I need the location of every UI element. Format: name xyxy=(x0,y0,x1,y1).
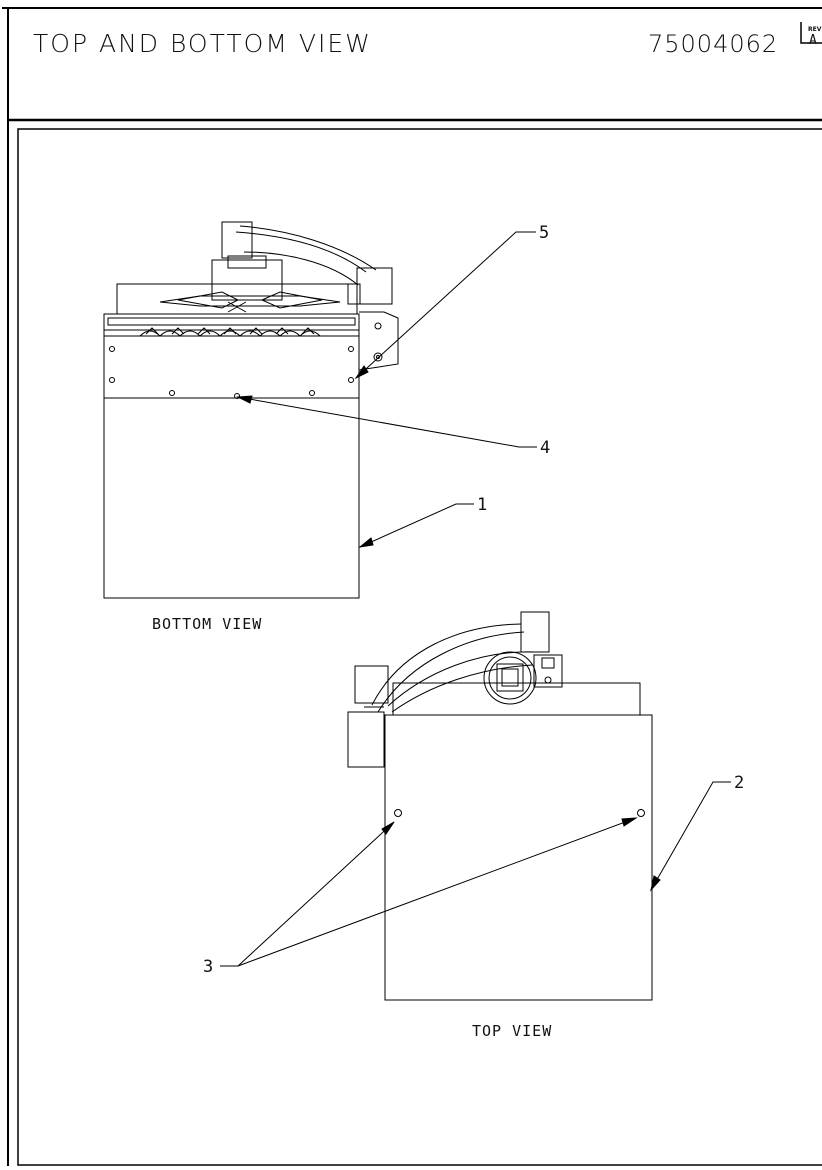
top-view-caption: TOP VIEW xyxy=(472,1022,552,1040)
bottom-view-caption: BOTTOM VIEW xyxy=(152,615,262,633)
part-number: 75004062 xyxy=(648,30,778,58)
bottom-view-drawing xyxy=(103,221,399,599)
title-block: TOP AND BOTTOM VIEW 75004062 REV A xyxy=(33,22,822,58)
revision-caption: REV xyxy=(808,26,822,33)
callout-2 xyxy=(650,781,731,892)
sheet-frame xyxy=(2,7,822,1166)
callout-3-label: 3 xyxy=(203,957,213,977)
callout-5-label: 5 xyxy=(539,223,549,243)
callout-5 xyxy=(354,231,536,380)
callout-3 xyxy=(220,817,638,967)
top-view-drawing xyxy=(347,611,653,1001)
callout-4-label: 4 xyxy=(540,438,550,458)
callout-4 xyxy=(236,395,537,448)
callout-1-label: 1 xyxy=(477,495,487,515)
callout-1 xyxy=(358,503,474,548)
revision-box: REV A xyxy=(800,22,822,48)
revision-value: A xyxy=(809,33,817,48)
callout-2-label: 2 xyxy=(734,773,744,793)
drawing-title: TOP AND BOTTOM VIEW xyxy=(33,29,372,58)
